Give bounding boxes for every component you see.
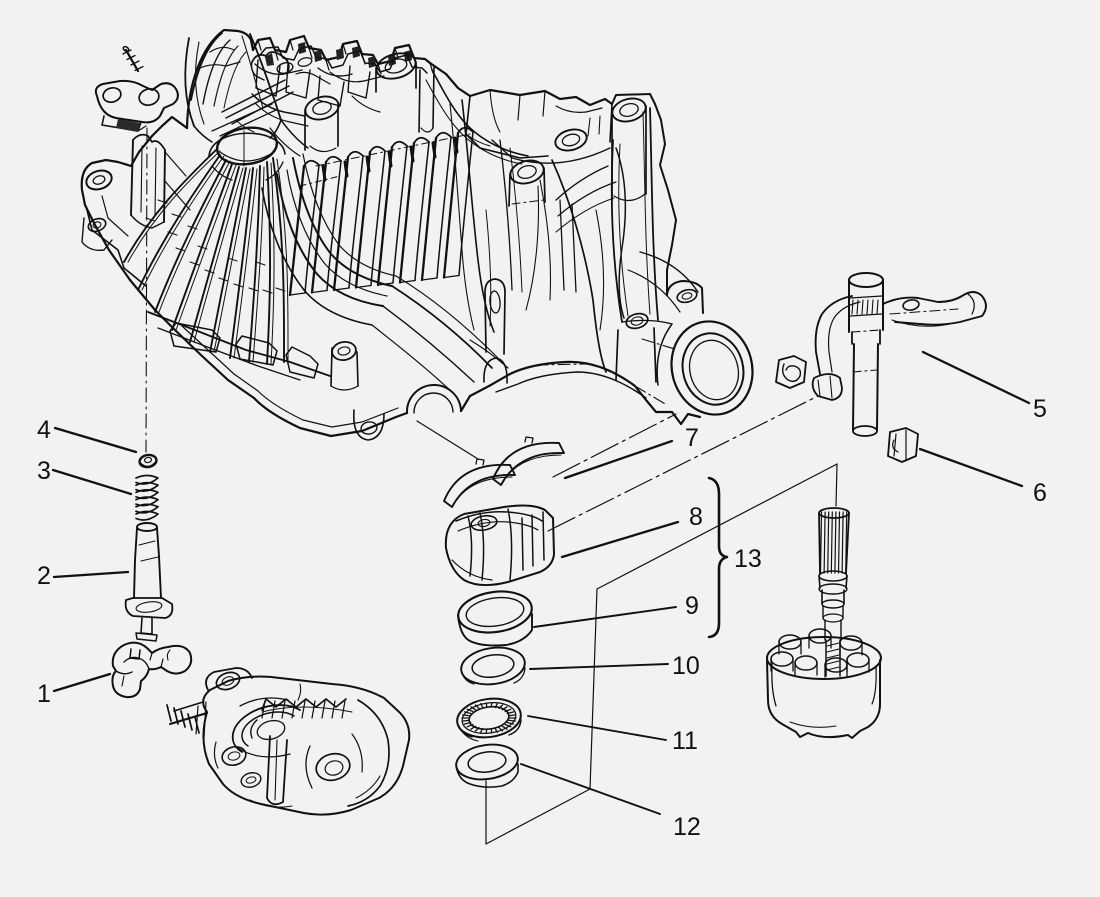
svg-text:13: 13 xyxy=(734,545,762,573)
svg-text:1: 1 xyxy=(37,680,51,708)
svg-text:2: 2 xyxy=(37,562,51,590)
svg-text:7: 7 xyxy=(685,424,699,452)
svg-text:9: 9 xyxy=(685,592,699,620)
svg-text:4: 4 xyxy=(37,416,51,444)
svg-text:12: 12 xyxy=(673,813,701,841)
svg-text:5: 5 xyxy=(1033,395,1047,423)
svg-text:10: 10 xyxy=(672,652,700,680)
svg-text:3: 3 xyxy=(37,457,51,485)
svg-text:8: 8 xyxy=(689,503,703,531)
svg-text:6: 6 xyxy=(1033,479,1047,507)
svg-text:11: 11 xyxy=(672,727,698,755)
